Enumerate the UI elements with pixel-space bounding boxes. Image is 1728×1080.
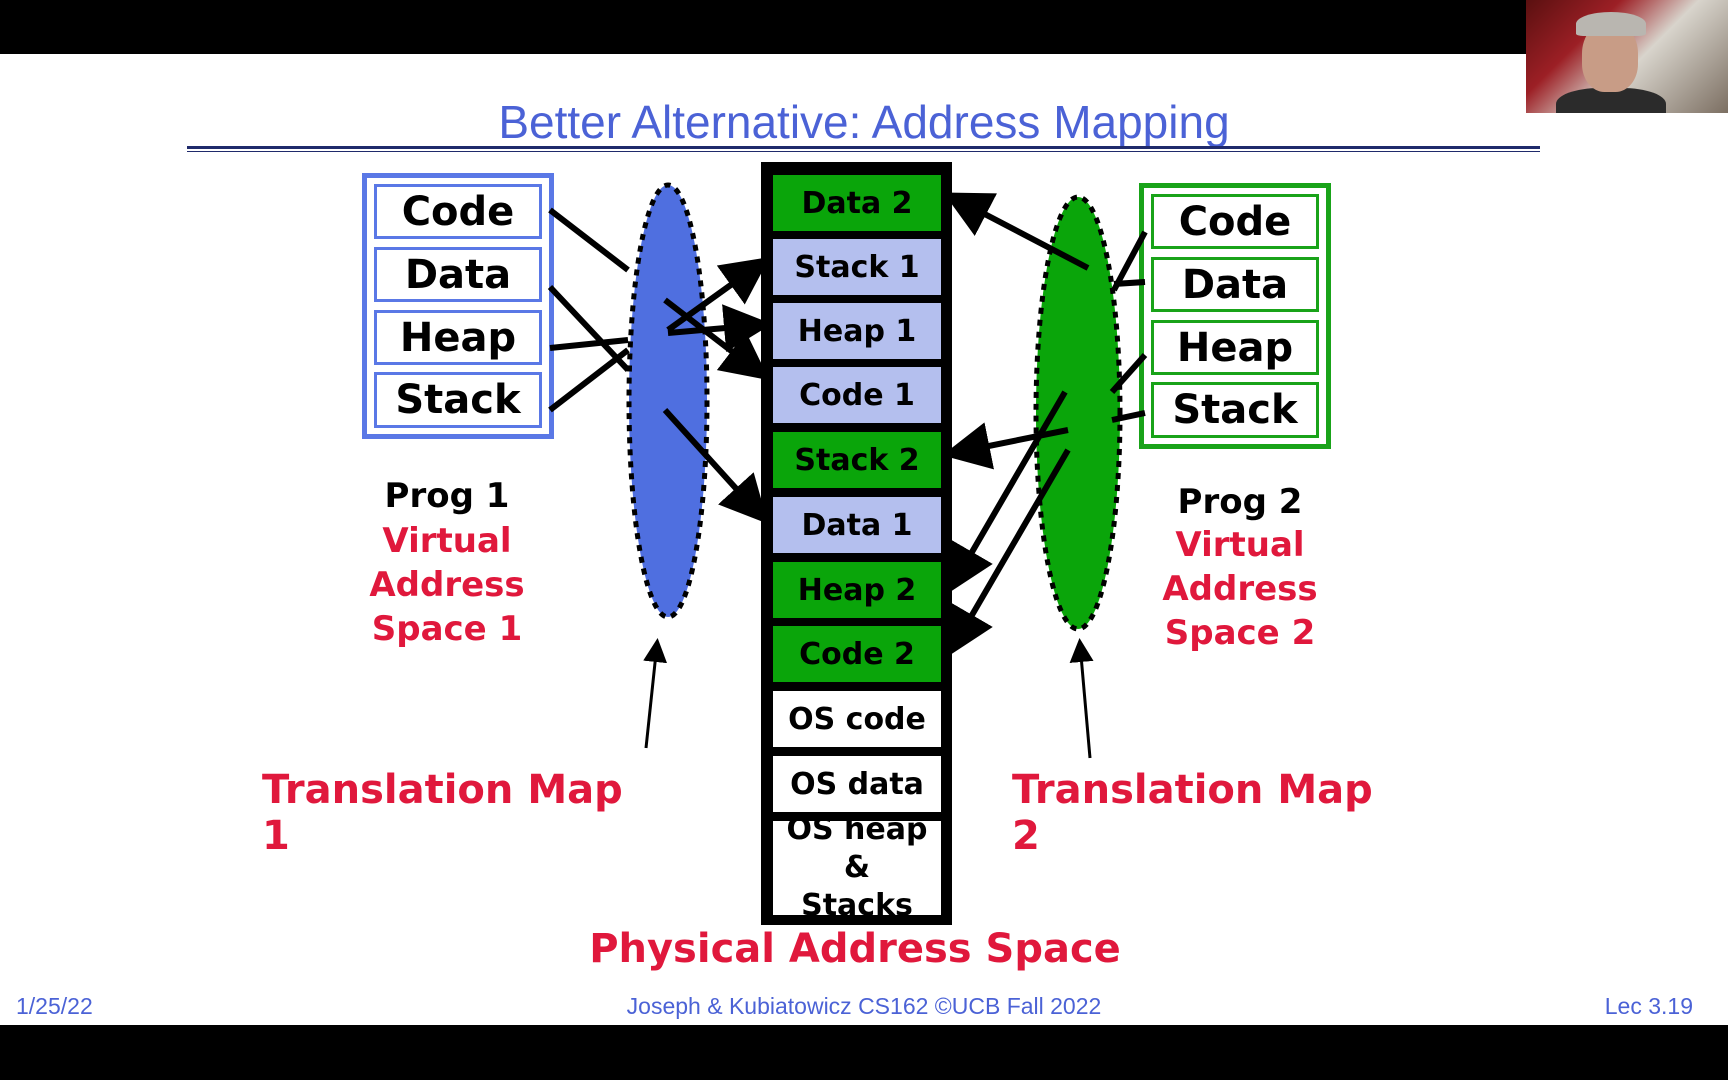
prog1-label: Prog 1 (384, 476, 510, 516)
prog2-virtual-line: Virtual (1175, 525, 1305, 565)
footer-course: Joseph & Kubiatowicz CS162 ©UCB Fall 202… (626, 993, 1102, 1019)
presenter-webcam-thumbnail (1526, 0, 1728, 113)
phys-code1-cell: Code 1 (773, 367, 941, 423)
prog1-code-segment: Code (374, 184, 542, 239)
phys-os-code-cell: OS code (773, 691, 941, 747)
prog2-space-label: Virtual Address Space 2 (1155, 523, 1325, 655)
footer-date: 1/25/22 (16, 993, 93, 1019)
presenter-shirt (1556, 88, 1666, 113)
physical-address-space: Data 2 Stack 1 Heap 1 Code 1 Stack 2 Dat… (761, 162, 952, 925)
phys-heap2-cell: Heap 2 (773, 562, 941, 618)
bottom-black-bar (0, 1025, 1728, 1080)
presenter-cap (1576, 12, 1646, 36)
prog1-data-segment: Data (374, 247, 542, 302)
translation-map-2-label: Translation Map 2 (1012, 767, 1373, 859)
phys-data1-cell: Data 1 (773, 497, 941, 553)
prog1-address-space: Code Data Heap Stack (362, 173, 554, 439)
prog2-address-line: Address (1162, 569, 1318, 609)
phys-stack2-cell: Stack 2 (773, 432, 941, 488)
phys-code2-cell: Code 2 (773, 626, 941, 682)
phys-os-data-cell: OS data (773, 756, 941, 812)
title-rule-thin (187, 151, 1540, 152)
prog1-stack-segment: Stack (374, 372, 542, 428)
footer-lecture-number: Lec 3.19 (1604, 993, 1693, 1019)
prog2-address-space: Code Data Heap Stack (1139, 183, 1331, 449)
title-rule-thick (187, 146, 1540, 149)
prog1-address-line: Address (369, 565, 525, 605)
prog1-heap-segment: Heap (374, 310, 542, 365)
phys-stack1-cell: Stack 1 (773, 239, 941, 295)
os-stacks-line: Stacks (801, 888, 913, 923)
phys-data2-cell: Data 2 (773, 175, 941, 231)
prog2-label: Prog 2 (1177, 482, 1303, 522)
prog2-data-segment: Data (1151, 257, 1319, 312)
slide-title: Better Alternative: Address Mapping (498, 96, 1230, 148)
translation-map-1-label: Translation Map 1 (262, 767, 623, 859)
prog2-heap-segment: Heap (1151, 320, 1319, 375)
phys-os-heap-stacks-cell: OS heap & Stacks (773, 812, 941, 923)
physical-address-space-label: Physical Address Space (589, 926, 1121, 972)
os-heap-line: OS heap & (786, 812, 928, 885)
prog1-space-line: Space 1 (371, 609, 523, 649)
prog2-code-segment: Code (1151, 194, 1319, 249)
prog2-space-line: Space 2 (1164, 613, 1316, 653)
prog1-space-label: Virtual Address Space 1 (362, 519, 532, 651)
phys-heap1-cell: Heap 1 (773, 303, 941, 359)
prog2-stack-segment: Stack (1151, 382, 1319, 438)
top-black-bar (0, 0, 1728, 54)
prog1-virtual-line: Virtual (382, 521, 512, 561)
